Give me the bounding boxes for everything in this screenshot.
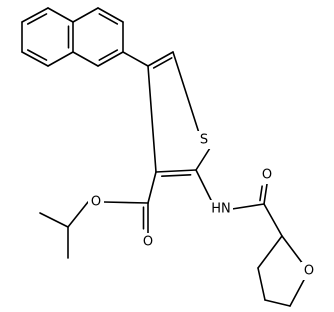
bond-thio-3	[195, 147, 211, 171]
ester-ether-oxygen-label: O	[91, 195, 101, 210]
bond-line	[195, 169, 212, 201]
bond-line	[172, 51, 200, 134]
bond-amide-3	[259, 183, 268, 205]
bond-inner-line	[26, 49, 48, 61]
ring-oxygen-label: O	[304, 264, 314, 279]
amide-nitrogen-label: HN	[211, 202, 231, 217]
bond-line	[231, 203, 265, 210]
bond-nap-8	[97, 49, 124, 67]
bond-line	[21, 51, 49, 67]
bond-layer	[21, 7, 306, 307]
bond-thio-5	[147, 65, 157, 173]
bond-thio-2	[172, 51, 200, 134]
bond-ester-1	[147, 171, 157, 204]
bond-line	[47, 51, 74, 67]
bond-amide-4	[263, 203, 283, 237]
bond-thf-4	[257, 267, 266, 301]
bond-line	[264, 299, 291, 307]
bond-line	[72, 51, 99, 67]
ester-ether-oxygen-atom: O	[88, 193, 104, 211]
bond-link-nap-thio	[122, 51, 149, 67]
bond-amide-1	[195, 169, 212, 201]
bond-line	[289, 277, 306, 307]
bond-nap-11	[72, 7, 99, 23]
bond-thio-4	[155, 169, 197, 178]
bond-line	[103, 201, 149, 204]
ester-carbonyl-oxygen-atom: O	[140, 233, 156, 251]
bond-thf-5	[257, 235, 283, 269]
bond-inner-line	[259, 185, 263, 202]
bond-thf-3	[264, 299, 291, 307]
bond-line	[155, 169, 197, 173]
bond-line	[195, 147, 211, 171]
ring-oxygen-atom: O	[301, 262, 317, 280]
bond-amide-2	[231, 203, 265, 210]
sulfur-label: S	[200, 133, 208, 148]
bond-line	[147, 51, 174, 67]
atom-label-layer: S HN O O O O	[88, 131, 317, 280]
bond-line	[97, 7, 124, 23]
bond-line	[122, 51, 149, 67]
bond-thf-2	[289, 277, 306, 307]
bond-line	[147, 171, 157, 204]
bond-line	[263, 183, 268, 205]
bond-inner-line	[26, 13, 48, 25]
bond-nap-6	[21, 7, 49, 25]
bond-line	[97, 51, 124, 67]
bond-line	[72, 7, 99, 23]
bond-thf-1	[281, 235, 304, 265]
bond-line	[21, 7, 49, 23]
bond-inner-line	[161, 173, 192, 178]
bond-ester-3	[103, 201, 149, 204]
amide-oxygen-label: O	[262, 168, 272, 183]
bond-inner-line	[152, 57, 173, 69]
bond-nap-2	[67, 21, 74, 53]
sulfur-atom: S	[196, 131, 212, 149]
bond-nap-10	[97, 7, 124, 25]
bond-ipr-1	[39, 212, 69, 228]
ester-carbonyl-oxygen-label: O	[143, 235, 153, 250]
bond-nap-7	[72, 51, 99, 67]
bond-line	[257, 235, 283, 269]
bond-line	[67, 201, 89, 228]
bond-inner-line	[98, 49, 119, 61]
bond-line	[257, 267, 266, 301]
bond-nap-4	[21, 49, 49, 67]
bond-line	[281, 235, 304, 265]
amide-nitrogen-atom: HN	[209, 200, 233, 218]
bond-line	[263, 203, 283, 237]
amide-oxygen-atom: O	[259, 166, 275, 184]
bond-nap-1	[47, 7, 74, 23]
bond-line	[47, 7, 74, 23]
bond-inner-line	[98, 13, 119, 25]
bond-ester-2	[142, 202, 149, 234]
bond-nap-3	[47, 51, 74, 67]
bond-thio-1	[147, 51, 174, 69]
bond-line	[147, 65, 157, 173]
bond-line	[39, 212, 69, 228]
bond-ester-4	[67, 201, 89, 228]
